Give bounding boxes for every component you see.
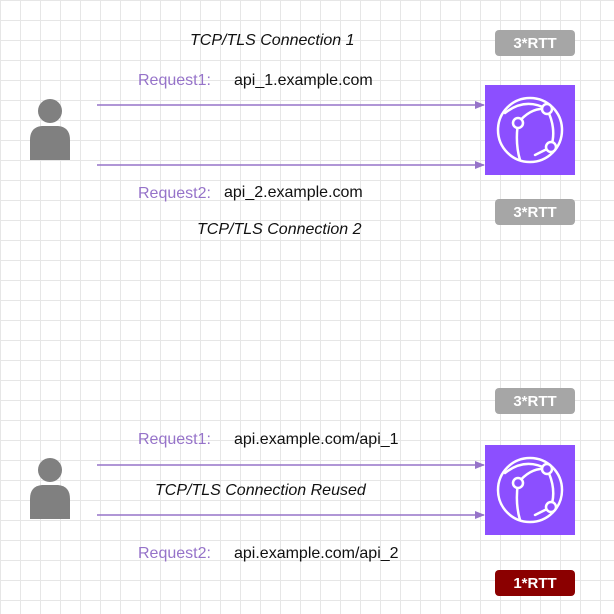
user-icon: [30, 99, 70, 160]
bottom-request2-value: api.example.com/api_2: [234, 545, 399, 562]
cloudfront-icon: [485, 445, 575, 535]
user-icon: [30, 458, 70, 519]
bottom-request1-label: Request1:: [138, 431, 211, 448]
top-connection2-label: TCP/TLS Connection 2: [197, 221, 362, 238]
top-request2-label: Request2:: [138, 185, 211, 202]
top-connection-label: TCP/TLS Connection 1: [190, 32, 355, 49]
top-rtt-badge-1: 3*RTT: [495, 30, 575, 56]
bottom-rtt-badge-2: 1*RTT: [495, 570, 575, 596]
top-request1-label: Request1:: [138, 72, 211, 89]
bottom-connection-label: TCP/TLS Connection Reused: [155, 482, 366, 499]
cloudfront-icon: [485, 85, 575, 175]
top-request1-value: api_1.example.com: [234, 72, 373, 89]
top-request2-value: api_2.example.com: [224, 184, 363, 201]
bottom-request2-label: Request2:: [138, 545, 211, 562]
top-rtt-badge-2: 3*RTT: [495, 199, 575, 225]
bottom-rtt-badge-1: 3*RTT: [495, 388, 575, 414]
bottom-request1-value: api.example.com/api_1: [234, 431, 399, 448]
